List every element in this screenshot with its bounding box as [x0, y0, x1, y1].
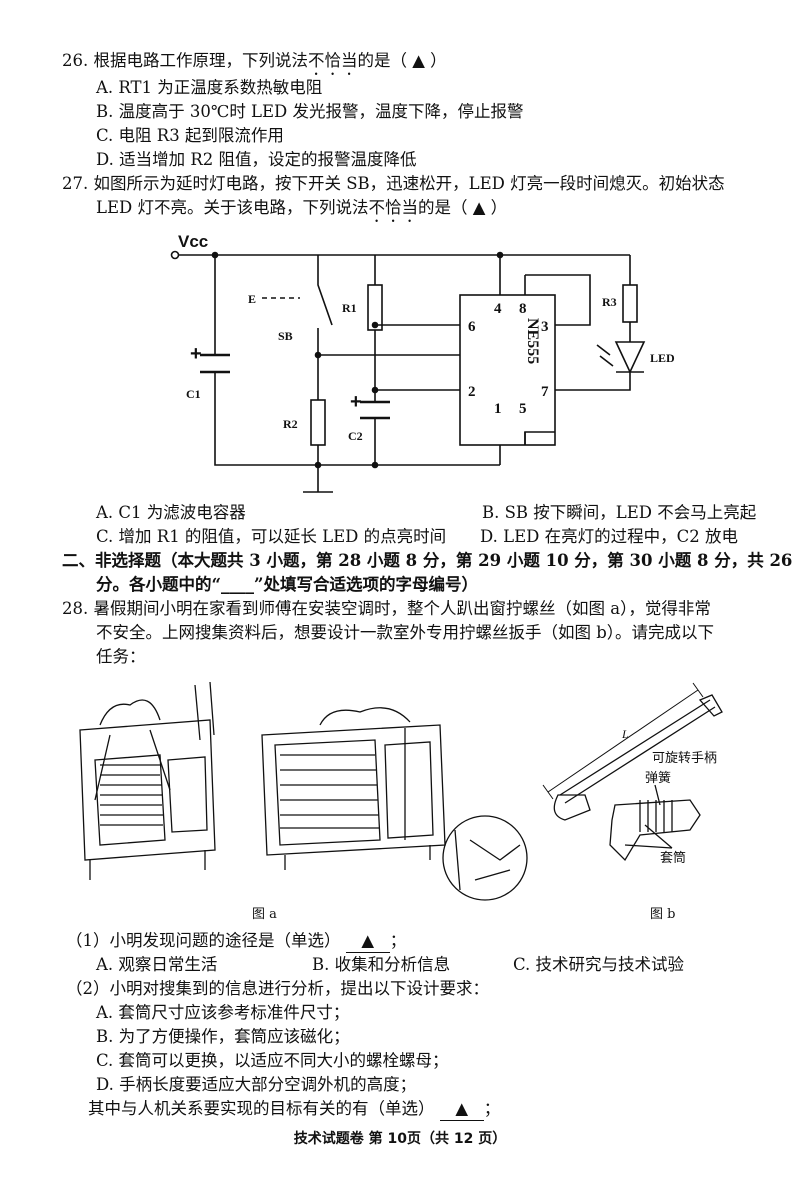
length-dimension	[542, 682, 704, 800]
pin-8: 8	[519, 301, 527, 317]
wires-top	[179, 254, 630, 466]
label-e: E	[248, 292, 256, 306]
label-sb: SB	[278, 329, 293, 343]
r1-c2-wires	[374, 255, 460, 465]
q28-sub2-stem: （2）小明对搜集到的信息进行分析，提出以下设计要求：	[66, 979, 489, 998]
q26-option-c: C. 电阻 R3 起到限流作用	[96, 126, 284, 145]
page-footer: 技术试题卷 第 10页（共 12 页）	[293, 1131, 507, 1147]
sub2-end: ；	[483, 1099, 501, 1118]
figure-b-caption: 图 b	[650, 907, 675, 922]
capacitor-c1	[200, 353, 230, 374]
q28-sub2-option-b: B. 为了方便操作，套筒应该磁化；	[96, 1027, 350, 1046]
pin-5: 5	[519, 401, 527, 417]
answer-blank: ▲	[439, 1098, 484, 1121]
q26-stem: 26. 根据电路工作原理，下列说法不恰当的是（ ▲ ）	[62, 50, 447, 79]
q26-option-b: B. 温度高于 30℃时 LED 发光报警，温度下降，停止报警	[96, 102, 524, 121]
label-c2: C2	[348, 429, 363, 443]
pin-4: 4	[494, 301, 502, 317]
q28-stem-line2: 不安全。上网搜集资料后，想要设计一款室外专用拧螺丝扳手（如图 b）。请完成以下	[96, 623, 715, 642]
sub1-text: （1）小明发现问题的途径是（单选）	[66, 931, 341, 950]
label-led: LED	[650, 351, 675, 365]
q27-stem-line1: 27. 如图所示为延时灯电路，按下开关 SB，迅速松开，LED 灯亮一段时间熄灭…	[62, 174, 725, 193]
label-r2: R2	[283, 417, 298, 431]
resistor-r3	[622, 284, 638, 323]
led-symbol	[614, 341, 646, 374]
q26-option-d: D. 适当增加 R2 阻值，设定的报警温度降低	[96, 150, 417, 169]
label-handle: 可旋转手柄	[652, 751, 717, 766]
section2-heading-line2: 分。各小题中的“____”处填写合适选项的字母编号）	[96, 575, 478, 594]
q28-sub2-option-a: A. 套筒尺寸应该参考标准件尺寸；	[96, 1003, 350, 1022]
spring-coils	[639, 800, 673, 832]
label-c1: C1	[186, 387, 201, 401]
q28-sub1-option-c: C. 技术研究与技术试验	[513, 955, 685, 974]
q26-emphasis: 不恰当	[308, 51, 358, 70]
chip-wires	[499, 255, 631, 465]
q26-stem-end: 的是（ ▲ ）	[357, 51, 447, 70]
capacitor-c2	[360, 400, 390, 420]
vcc-terminal	[170, 250, 180, 260]
q28-sub1-option-a: A. 观察日常生活	[96, 955, 218, 974]
q26-stem-text: 26. 根据电路工作原理，下列说法	[62, 51, 308, 70]
ne555-chip	[459, 294, 556, 446]
q28-sub2-question: 其中与人机关系要实现的目标有关的有（单选） ▲；	[88, 1098, 500, 1121]
pin-3: 3	[541, 319, 549, 335]
sub2-question-text: 其中与人机关系要实现的目标有关的有（单选）	[88, 1099, 435, 1118]
label-r1: R1	[342, 301, 357, 315]
q27-stem-end: 的是（ ▲ ）	[417, 198, 508, 217]
label-c1-plus: +	[190, 343, 202, 365]
switch-and-r2-wires	[303, 255, 460, 493]
q27-option-c: C. 增加 R1 的阻值，可以延长 LED 的点亮时间	[96, 527, 447, 546]
q28-stem-line1: 28. 暑假期间小明在家看到师傅在安装空调时，整个人趴出窗拧螺丝（如图 a），觉…	[62, 599, 711, 618]
q28-stem-line3: 任务：	[96, 647, 146, 666]
label-vcc: Vcc	[178, 232, 208, 251]
label-ne555: NE555	[524, 318, 541, 364]
label-socket: 套筒	[660, 850, 686, 866]
sub1-end: ；	[389, 931, 407, 950]
q28-sub1-option-b: B. 收集和分析信息	[312, 955, 451, 974]
socket-head-small	[553, 794, 591, 821]
pin-7: 7	[541, 384, 549, 400]
label-r3: R3	[602, 295, 617, 309]
figure-a-illustration	[79, 681, 528, 901]
q27-stem-text: LED 灯不亮。关于该电路，下列说法	[96, 198, 369, 217]
pin5-wire	[524, 431, 555, 445]
label-length: L	[621, 727, 629, 741]
q27-option-d: D. LED 在亮灯的过程中，C2 放电	[480, 527, 738, 546]
label-c2-plus: +	[350, 391, 362, 413]
q28-sub2-option-d: D. 手柄长度要适应大部分空调外机的高度；	[96, 1075, 417, 1094]
led-light-arrows	[596, 344, 614, 367]
figure-b-illustration	[542, 682, 723, 862]
q28-sub2-option-c: C. 套筒可以更换，以适应不同大小的螺栓螺母；	[96, 1051, 449, 1070]
wrench-shaft	[559, 699, 716, 804]
q27-option-b: B. SB 按下瞬间，LED 不会马上亮起	[482, 503, 757, 522]
figure-a-caption: 图 a	[252, 907, 277, 922]
q27-stem-line2: LED 灯不亮。关于该电路，下列说法不恰当的是（ ▲ ）	[96, 197, 507, 226]
q26-option-a: A. RT1 为正温度系数热敏电阻	[96, 78, 323, 97]
answer-blank: ▲	[345, 930, 390, 953]
pin-1: 1	[494, 401, 502, 417]
q28-sub1-stem: （1）小明发现问题的途径是（单选） ▲；	[66, 930, 406, 953]
pin-6: 6	[468, 319, 476, 335]
resistor-r2	[310, 399, 326, 446]
section2-heading: 二、非选择题（本大题共 3 小题，第 28 小题 8 分，第 29 小题 10 …	[62, 551, 793, 570]
label-spring: 弹簧	[645, 770, 671, 786]
socket-head-large	[609, 799, 701, 862]
rotating-handle-icon	[698, 694, 723, 717]
q27-option-a: A. C1 为滤波电容器	[96, 503, 246, 522]
pin-2: 2	[468, 384, 476, 400]
q27-emphasis: 不恰当	[368, 198, 418, 217]
